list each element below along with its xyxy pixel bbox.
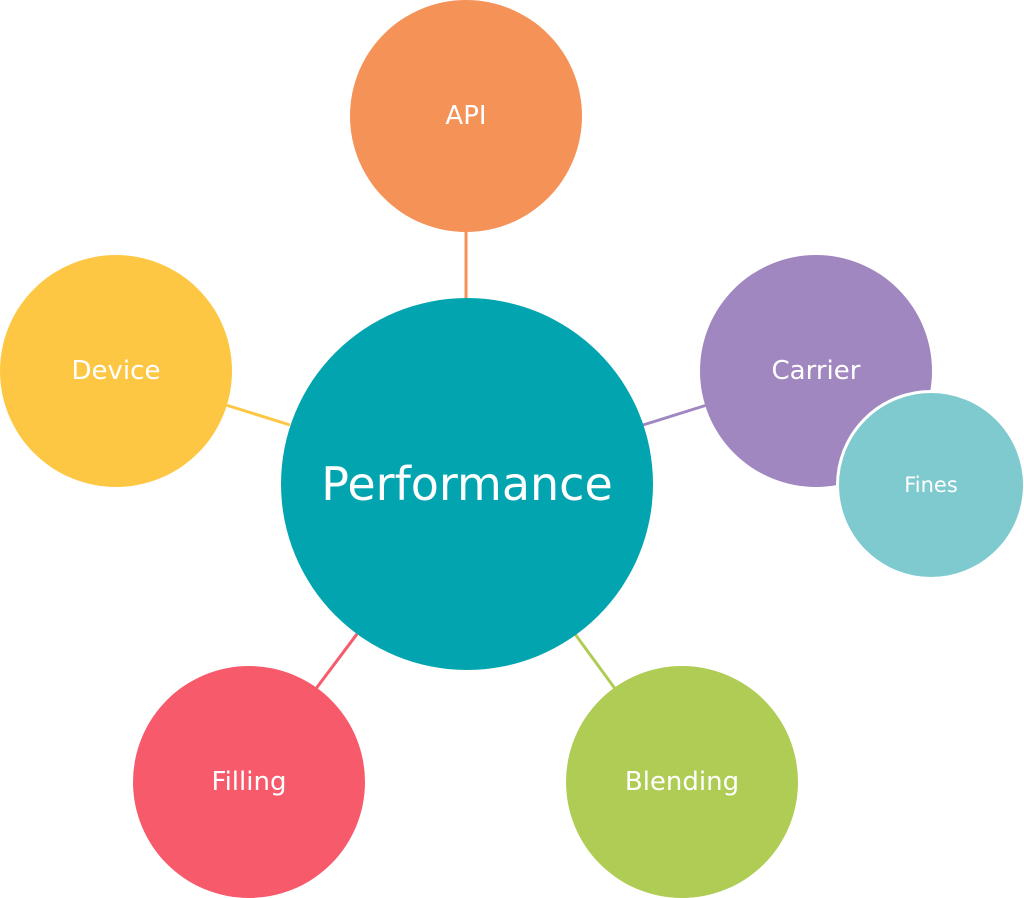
node-filling: Filling	[133, 666, 365, 898]
node-filling-label: Filling	[211, 767, 287, 797]
node-device: Device	[0, 255, 232, 487]
connector-carrier	[642, 403, 708, 427]
node-performance: Performance	[281, 298, 653, 670]
node-api-label: API	[445, 101, 487, 131]
node-fines-label: Fines	[904, 472, 958, 497]
node-carrier-label: Carrier	[771, 356, 861, 386]
node-blending-label: Blending	[624, 767, 740, 797]
node-api: API	[350, 0, 582, 232]
node-fines: Fines	[836, 390, 1024, 580]
node-device-label: Device	[71, 356, 161, 386]
node-performance-label: Performance	[321, 457, 613, 511]
connector-filling	[313, 633, 359, 691]
connector-blending	[573, 633, 618, 691]
node-blending: Blending	[566, 666, 798, 898]
connector-device	[225, 403, 291, 427]
